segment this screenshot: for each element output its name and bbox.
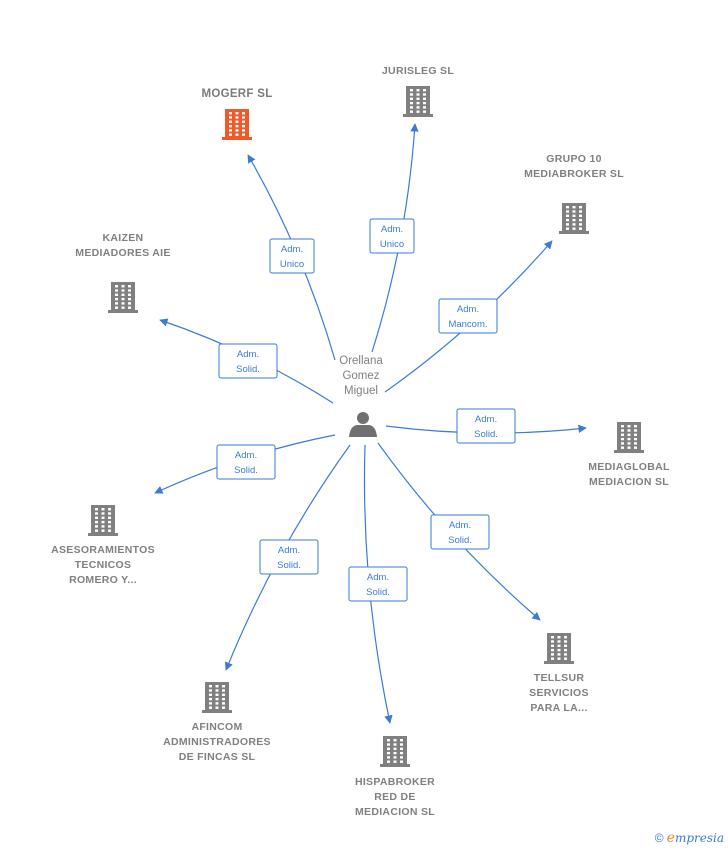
company-label-mediaglobal[interactable]: MEDIAGLOBAL xyxy=(588,461,670,473)
edges-layer xyxy=(154,123,587,724)
building-icon-kaizen[interactable] xyxy=(108,282,138,313)
brand-logo-text: mpresia xyxy=(674,831,724,845)
company-label-hispabroker[interactable]: MEDIACION SL xyxy=(355,806,435,818)
company-label-asesoramientos[interactable]: ASESORAMIENTOS xyxy=(51,544,155,556)
person-name-label[interactable]: Miguel xyxy=(344,385,378,397)
company-label-tellsur[interactable]: PARA LA... xyxy=(530,702,587,714)
role-text: Solid. xyxy=(234,465,258,476)
company-label-asesoramientos[interactable]: TECNICOS xyxy=(75,559,132,571)
brand-logo-initial: e xyxy=(666,830,675,846)
role-badge-afincom: Adm. Solid. xyxy=(259,539,319,575)
role-text: Solid. xyxy=(366,587,390,598)
copyright-icon: © xyxy=(654,831,664,845)
role-badge-mediaglobal: Adm. Solid. xyxy=(456,408,516,444)
nodes-layer: MOGERF SL JURISLEG SL GRUPO 10 MEDIABROKER … xyxy=(51,65,670,818)
person-name-label[interactable]: Gomez xyxy=(342,370,379,382)
role-text: Adm. xyxy=(449,520,471,531)
building-icon-mediaglobal[interactable] xyxy=(614,422,644,453)
role-text: Solid. xyxy=(448,535,472,546)
company-label-afincom[interactable]: AFINCOM xyxy=(191,721,242,733)
company-label-kaizen[interactable]: KAIZEN xyxy=(103,232,144,244)
company-label-kaizen[interactable]: MEDIADORES AIE xyxy=(75,247,170,259)
role-badge-grupo10: Adm. Mancom. xyxy=(438,298,498,334)
role-text: Adm. xyxy=(457,304,479,315)
person-icon[interactable] xyxy=(349,412,377,437)
building-icon-afincom[interactable] xyxy=(202,682,232,713)
company-label-grupo10[interactable]: GRUPO 10 xyxy=(546,153,602,165)
building-icon-grupo10[interactable] xyxy=(559,203,589,234)
role-text: Adm. xyxy=(475,414,497,425)
building-icon-mogerf[interactable] xyxy=(222,109,252,140)
role-text: Solid. xyxy=(277,560,301,571)
footer-brand[interactable]: ©empresia xyxy=(655,830,724,846)
roles-layer: Adm.UnicoAdm.UnicoAdm.Mancom.Adm.Solid.A… xyxy=(216,218,516,602)
role-text: Solid. xyxy=(236,364,260,375)
role-text: Adm. xyxy=(367,572,389,583)
role-text: Adm. xyxy=(237,349,259,360)
role-badge-kaizen: Adm. Solid. xyxy=(218,343,278,379)
role-text: Solid. xyxy=(474,429,498,440)
role-badge-tellsur: Adm. Solid. xyxy=(430,514,490,550)
role-badge-hispabroker: Adm. Solid. xyxy=(348,566,408,602)
role-text: Mancom. xyxy=(448,319,487,330)
company-label-tellsur[interactable]: SERVICIOS xyxy=(529,687,589,699)
person-name-label[interactable]: Orellana xyxy=(339,355,383,367)
role-text: Adm. xyxy=(381,224,403,235)
company-label-afincom[interactable]: DE FINCAS SL xyxy=(179,751,256,763)
company-label-grupo10[interactable]: MEDIABROKER SL xyxy=(524,168,624,180)
company-label-afincom[interactable]: ADMINISTRADORES xyxy=(163,736,271,748)
company-label-asesoramientos[interactable]: ROMERO Y... xyxy=(69,574,137,586)
building-icon-asesoramientos[interactable] xyxy=(88,505,118,536)
role-text: Unico xyxy=(280,259,304,270)
role-badge-jurisleg: Adm. Unico xyxy=(369,218,415,254)
building-icon-jurisleg[interactable] xyxy=(403,86,433,117)
building-icon-hispabroker[interactable] xyxy=(380,736,410,767)
role-badge-asesoramientos: Adm. Solid. xyxy=(216,444,276,480)
company-label-tellsur[interactable]: TELLSUR xyxy=(534,672,585,684)
company-label-mediaglobal[interactable]: MEDIACION SL xyxy=(589,476,669,488)
company-label-mogerf[interactable]: MOGERF SL xyxy=(201,88,272,100)
company-label-hispabroker[interactable]: HISPABROKER xyxy=(355,776,435,788)
company-label-hispabroker[interactable]: RED DE xyxy=(374,791,415,803)
role-badge-mogerf: Adm. Unico xyxy=(269,238,315,274)
role-text: Unico xyxy=(380,239,404,250)
role-text: Adm. xyxy=(281,244,303,255)
role-text: Adm. xyxy=(278,545,300,556)
role-text: Adm. xyxy=(235,450,257,461)
building-icon-tellsur[interactable] xyxy=(544,633,574,664)
company-label-jurisleg[interactable]: JURISLEG SL xyxy=(382,65,454,77)
